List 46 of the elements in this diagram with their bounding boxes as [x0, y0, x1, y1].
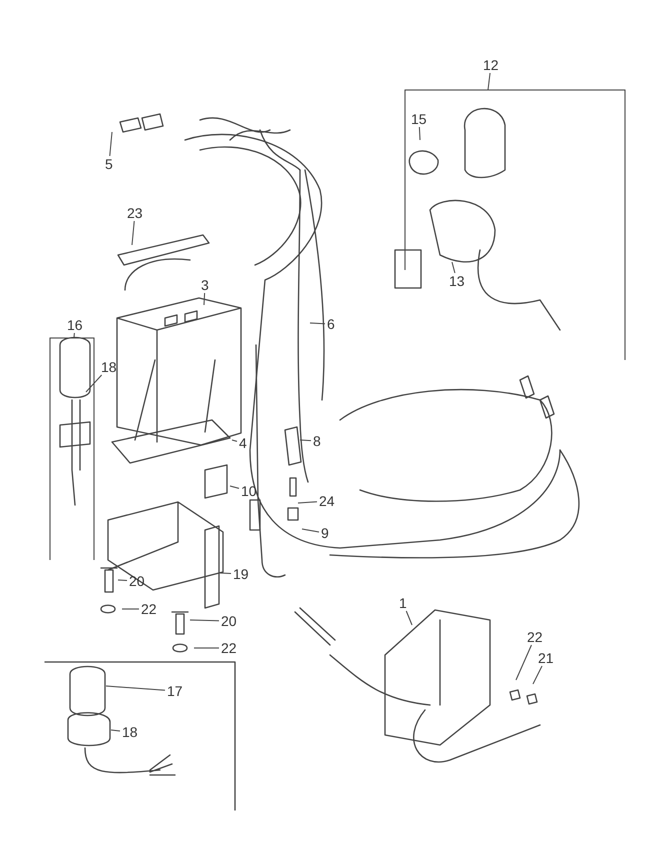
leader-line	[220, 572, 232, 574]
callout-number: 6	[326, 317, 336, 331]
callout-number: 4	[238, 436, 248, 450]
callout-number: 21	[537, 651, 555, 665]
callout-number: 20	[220, 614, 238, 628]
callout-number: 22	[526, 630, 544, 644]
leader-line	[230, 486, 240, 489]
leader-line	[110, 730, 120, 732]
leader-line	[418, 126, 420, 140]
leader-line	[310, 322, 326, 324]
leader-line	[302, 528, 320, 532]
leader-line	[132, 220, 135, 246]
leader-line	[109, 132, 112, 156]
leader-line	[404, 72, 626, 360]
leader-line	[204, 292, 206, 306]
callout-number: 19	[232, 567, 250, 581]
callout-number: 10	[240, 484, 258, 498]
leader-line	[190, 620, 220, 622]
callout-number: 22	[140, 602, 158, 616]
callout-number: 23	[126, 206, 144, 220]
callout-number: 18	[121, 725, 139, 739]
leader-line	[298, 501, 318, 504]
callout-number: 15	[410, 112, 428, 126]
callout-number: 5	[104, 157, 114, 171]
callout-number: 17	[166, 684, 184, 698]
callout-number: 24	[318, 494, 336, 508]
callout-number: 13	[448, 274, 466, 288]
leader-line	[118, 580, 128, 581]
leader-line	[50, 332, 94, 560]
leader-line	[106, 686, 166, 691]
callout-number: 16	[66, 318, 84, 332]
callout-number: 22	[220, 641, 238, 655]
callout-number: 8	[312, 434, 322, 448]
leader-line	[122, 608, 140, 610]
callout-number: 9	[320, 526, 330, 540]
leader-line	[232, 440, 238, 442]
leader-line	[86, 374, 102, 392]
callout-number: 1	[398, 596, 408, 610]
callout-number: 3	[200, 278, 210, 292]
leader-line	[406, 610, 412, 626]
leader-line	[452, 262, 456, 274]
callout-number: 12	[482, 58, 500, 72]
leader-line	[300, 440, 312, 442]
leader-line	[516, 644, 532, 680]
leader-line	[532, 666, 542, 684]
callout-number: 18	[100, 360, 118, 374]
